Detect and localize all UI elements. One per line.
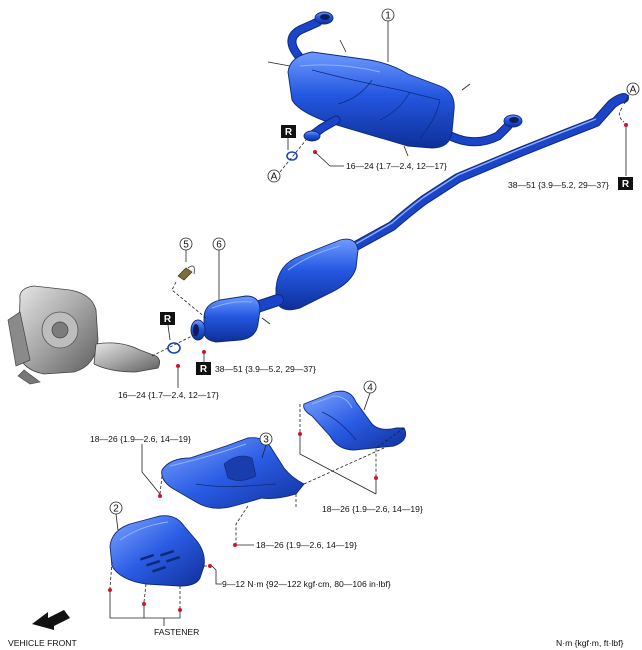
marker-a-front: A <box>630 85 637 96</box>
torque-rear-flange: 16—24 {1.7—2.4, 12—17} <box>346 161 447 171</box>
marker-a-front-circle <box>626 82 640 96</box>
part-number-6: 6 <box>216 240 222 251</box>
fastener-2 <box>142 602 146 606</box>
torque-front-flange: 16—24 {1.7—2.4, 12—17} <box>118 390 219 400</box>
bolt-cover2 <box>208 564 212 568</box>
sensor-bracket <box>177 265 195 281</box>
vehicle-front-arrow-icon <box>32 610 70 630</box>
gasket-rear <box>286 151 298 161</box>
part-number-3: 3 <box>263 435 269 446</box>
nut-front-pipe <box>202 350 206 354</box>
replace-marker-nut <box>196 362 211 375</box>
marker-a-rear: A <box>271 172 278 183</box>
bolt-cover3-left <box>158 494 162 498</box>
part-number-2: 2 <box>113 504 119 515</box>
replace-marker-rear <box>281 125 296 138</box>
insulator-2 <box>109 515 205 587</box>
gasket-front <box>167 342 181 354</box>
vehicle-front-label: VEHICLE FRONT <box>8 638 78 648</box>
torque-rear-hanger: 38—51 {3.9—5.2, 29—37} <box>508 180 609 190</box>
fastener-1 <box>108 588 112 592</box>
main-silencer <box>267 11 523 157</box>
insulator-3 <box>161 437 305 509</box>
bolt-cover3-bottom <box>233 543 237 547</box>
fastener-3 <box>178 608 182 612</box>
intermediate-pipe <box>248 93 629 314</box>
engine-manifold <box>7 285 160 385</box>
units-label: N·m {kgf·m, ft·lbf} <box>556 638 623 648</box>
bolt-rear-hanger <box>624 123 628 127</box>
torque-front-nut: 38—51 {3.9—5.2, 29—37} <box>215 364 316 374</box>
replace-marker-nut-text: R <box>200 364 208 375</box>
bolt-cover4-left <box>298 432 302 436</box>
replace-marker-hanger-text: R <box>622 179 630 190</box>
part-number-5: 5 <box>183 240 189 251</box>
replace-marker-front-text: R <box>164 314 172 325</box>
fastener-label: FASTENER <box>154 627 199 637</box>
part-number-1: 1 <box>385 11 391 22</box>
torque-cover2: 9—12 N·m {92—122 kgf·cm, 80—106 in·lbf} <box>222 579 391 589</box>
bolt-cover4-right <box>374 476 378 480</box>
replace-marker-front <box>160 312 175 325</box>
bolt-front-flange <box>176 364 180 368</box>
torque-cover3-left: 18—26 {1.9—2.6, 14—19} <box>90 434 191 444</box>
front-pipe-converter <box>190 295 271 343</box>
marker-a-rear-circle <box>267 169 281 183</box>
replace-marker-rear-text: R <box>285 127 293 138</box>
part-number-4: 4 <box>367 383 373 394</box>
torque-cover34-right: 18—26 {1.9—2.6, 14—19} <box>322 504 423 514</box>
replace-marker-hanger <box>618 177 633 190</box>
insulator-4 <box>303 390 407 451</box>
torque-cover3-bottom: 18—26 {1.9—2.6, 14—19} <box>256 540 357 550</box>
